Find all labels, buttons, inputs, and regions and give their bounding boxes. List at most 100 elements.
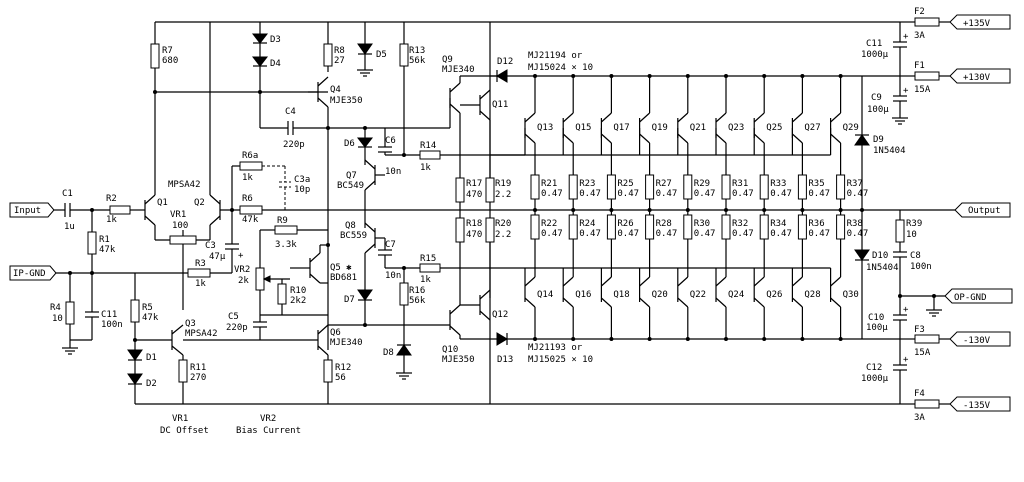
q1-label: Q1 xyxy=(157,198,168,208)
r6a-resistor xyxy=(239,161,263,171)
p135-label: +135V xyxy=(963,19,991,29)
output-port[interactable] xyxy=(954,202,1011,218)
r1-value: 47k xyxy=(99,245,116,255)
npn-label: Q13 xyxy=(537,123,553,133)
vr2-pot[interactable] xyxy=(255,267,265,291)
c6-value: 10n xyxy=(385,167,401,177)
emitter-resistor-lower xyxy=(797,214,807,240)
r20-value: 2.2 xyxy=(495,230,511,240)
r18-label: R18 xyxy=(466,219,482,229)
r19-label: R19 xyxy=(495,179,511,189)
q6-label: Q6 xyxy=(330,328,341,338)
r9-resistor xyxy=(274,225,298,235)
r18-resistor xyxy=(455,217,465,243)
emitter-lower-value: 0.47 xyxy=(541,229,563,239)
r6a-value: 1k xyxy=(242,173,253,183)
npn-label: Q21 xyxy=(690,123,706,133)
r39-label: R39 xyxy=(906,219,922,229)
emitter-resistor-lower xyxy=(645,214,655,240)
r1-label: R1 xyxy=(99,235,110,245)
q7-label: Q7 xyxy=(346,171,357,181)
q1q2-type: MPSA42 xyxy=(168,180,201,190)
emitter-upper-value: 0.47 xyxy=(808,189,830,199)
f3-label: F3 xyxy=(914,325,925,335)
op-gnd-port[interactable] xyxy=(944,288,1013,304)
c12-value: 1000µ xyxy=(861,374,889,384)
ip-gnd-port[interactable] xyxy=(9,265,57,281)
footer-vr1: VR1 xyxy=(172,414,188,424)
r10-label: R10 xyxy=(290,286,306,296)
emitter-resistor-upper xyxy=(683,174,693,200)
f4-value: 3A xyxy=(914,413,925,423)
q9-label: Q9 xyxy=(442,55,453,65)
emitter-lower-label: R28 xyxy=(656,219,672,229)
n135-label: -135V xyxy=(963,401,991,411)
r12-label: R12 xyxy=(335,363,351,373)
c11b-label: C11 xyxy=(866,39,882,49)
d7-diode xyxy=(357,289,373,301)
d9-diode xyxy=(854,134,870,146)
c7-value: 10n xyxy=(385,271,401,281)
output-port-label: Output xyxy=(968,206,1001,216)
vr1-pot[interactable] xyxy=(169,235,197,245)
svg-text:+: + xyxy=(903,32,909,42)
r2-value: 1k xyxy=(106,215,117,225)
r7-resistor xyxy=(150,43,160,69)
d4-diode xyxy=(251,56,269,67)
npn-note-1: MJ21194 or xyxy=(528,51,583,61)
footer-notes: VR1 DC Offset VR2 Bias Current xyxy=(160,414,301,436)
r3-resistor xyxy=(187,268,211,278)
c3-value: 47µ xyxy=(209,252,226,262)
r7-label: R7 xyxy=(162,46,173,56)
emitter-resistor-upper xyxy=(836,174,846,200)
r7-value: 680 xyxy=(162,56,178,66)
p130-port[interactable] xyxy=(949,68,1011,84)
c3a-label: C3a xyxy=(294,175,310,185)
r16-value: 56k xyxy=(409,296,426,306)
q3-type: MPSA42 xyxy=(185,329,218,339)
vr1-value: 100 xyxy=(172,221,188,231)
r14-resistor xyxy=(419,150,441,160)
emitter-upper-label: R29 xyxy=(694,179,710,189)
emitter-resistor-lower xyxy=(568,214,578,240)
r5-resistor xyxy=(130,299,140,323)
vr2-label: VR2 xyxy=(234,265,250,275)
c12-label: C12 xyxy=(866,363,882,373)
emitter-upper-value: 0.47 xyxy=(656,189,678,199)
r2-resistor xyxy=(109,205,131,215)
emitter-lower-value: 0.47 xyxy=(732,229,754,239)
supply-section: Output F2 3A +135V F1 15A +130V + C11 10… xyxy=(490,7,1013,423)
emitter-resistor-upper xyxy=(606,174,616,200)
f2-value: 3A xyxy=(914,31,925,41)
c10-label: C10 xyxy=(868,313,884,323)
c4-label: C4 xyxy=(285,107,296,117)
emitter-resistor-upper xyxy=(645,174,655,200)
q6-type: MJE340 xyxy=(330,338,363,348)
n135-port[interactable] xyxy=(949,396,1011,412)
d6-label: D6 xyxy=(344,139,355,149)
p135-port[interactable] xyxy=(949,14,1011,30)
emitter-resistor-upper xyxy=(568,174,578,200)
pnp-label: Q14 xyxy=(537,290,553,300)
r13-resistor xyxy=(399,43,409,67)
r3-value: 1k xyxy=(195,279,206,289)
f4-fuse xyxy=(914,399,940,409)
pnp-label: Q24 xyxy=(728,290,744,300)
d10-type: 1N5404 xyxy=(866,263,899,273)
c1-value: 1u xyxy=(64,222,75,232)
r11-value: 270 xyxy=(190,373,206,383)
ip-gnd-label: IP-GND xyxy=(13,269,46,279)
r5-label: R5 xyxy=(142,303,153,313)
emitter-upper-label: R35 xyxy=(808,179,824,189)
input-port[interactable] xyxy=(9,202,55,218)
npn-label: Q15 xyxy=(575,123,591,133)
n130-port[interactable] xyxy=(949,331,1011,347)
svg-text:+: + xyxy=(903,86,909,96)
r13-label: R13 xyxy=(409,46,425,56)
c8-value: 100n xyxy=(910,262,932,272)
emitter-upper-value: 0.47 xyxy=(579,189,601,199)
pnp-label: Q18 xyxy=(613,290,629,300)
npn-label: Q19 xyxy=(652,123,668,133)
c5-label: C5 xyxy=(228,312,239,322)
pnp-note-2: MJ15025 × 10 xyxy=(528,355,593,365)
